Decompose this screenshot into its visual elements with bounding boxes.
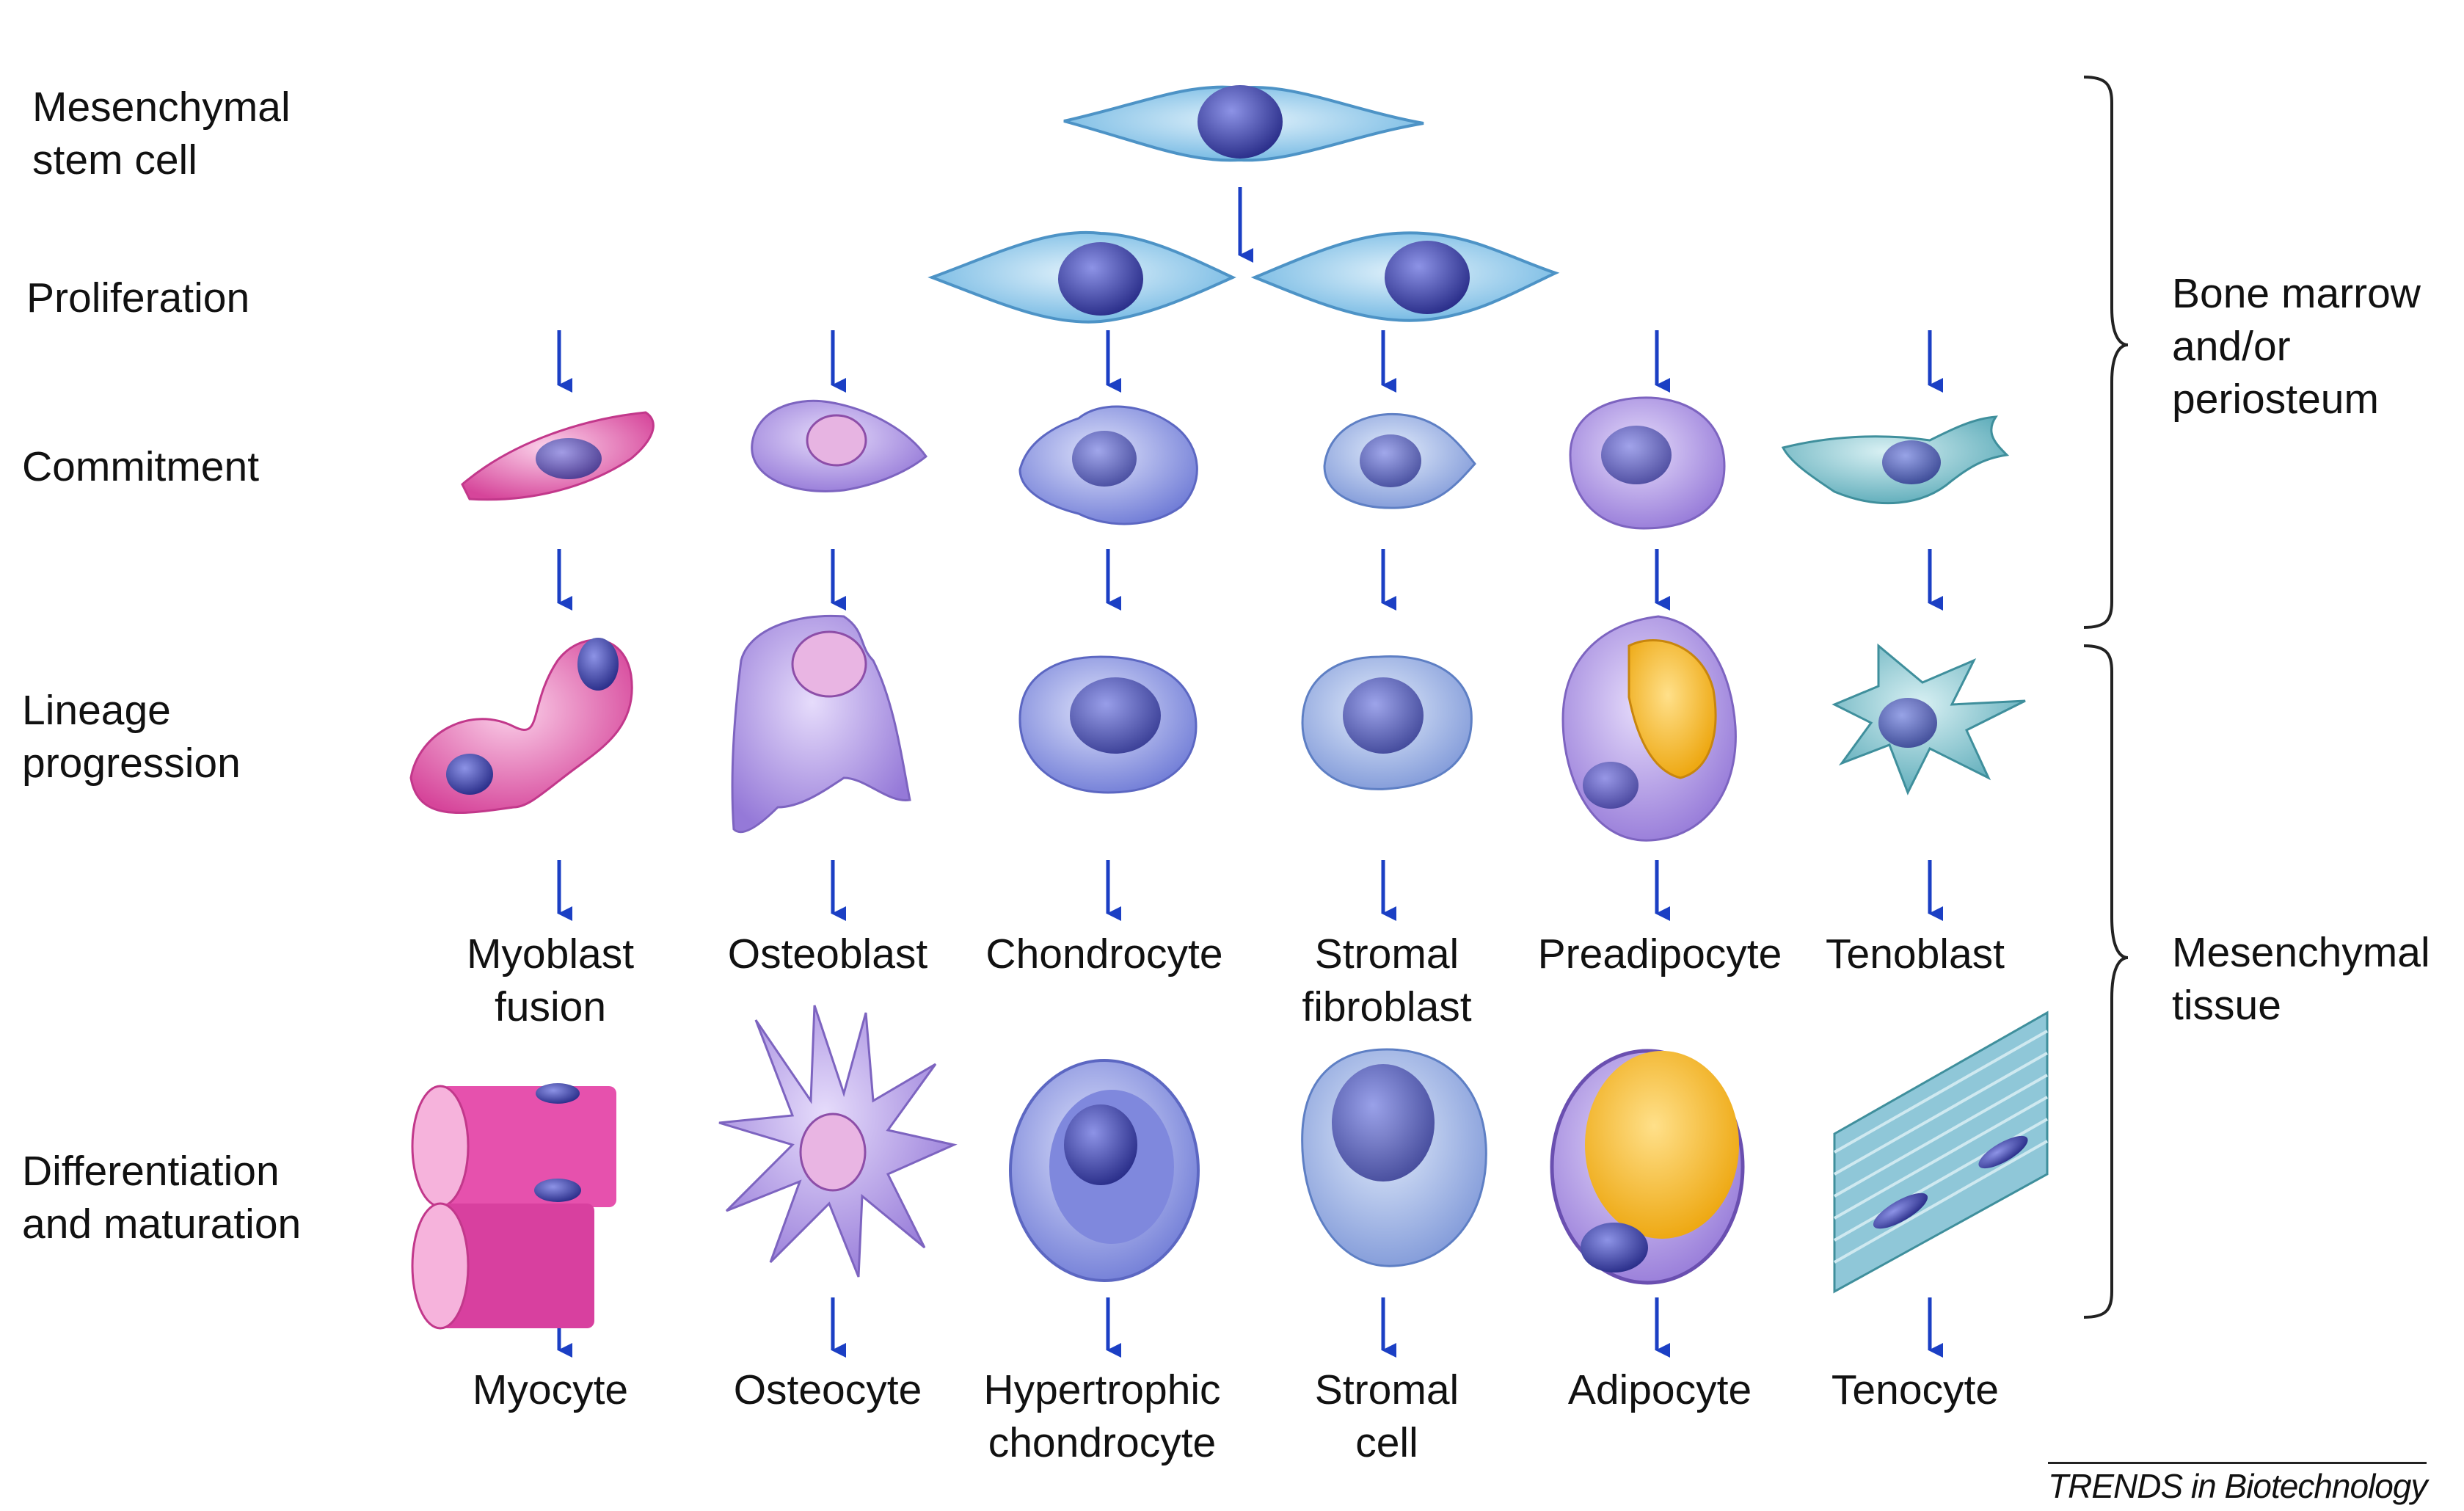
label-bone-marrow-periosteum: Bone marrow and/or periosteum [2172, 270, 2421, 423]
label-stromal-cell: Stromal cell [1314, 1366, 1459, 1466]
label-tenoblast: Tenoblast [1825, 931, 2005, 977]
label-adipocyte: Adipocyte [1567, 1366, 1752, 1413]
lineage-cell-osteoblast [731, 614, 911, 834]
label-mesenchymal-stem-cell: Mesenchymal stem cell [32, 84, 291, 183]
lineage-cell-myoblast [409, 638, 633, 815]
lineage-cell-preadipocyte [1561, 615, 1737, 842]
final-cell-hypertrophic-chondrocyte [1009, 1059, 1200, 1282]
commitment-cell-muscle [461, 411, 655, 501]
lineage-cell-chondro [1018, 655, 1198, 794]
lineage-arrows [557, 330, 1943, 1358]
commitment-cell-teno [1781, 415, 2010, 505]
final-cell-adipocyte [1550, 1049, 1745, 1285]
final-cell-osteocyte [718, 1005, 958, 1278]
label-myocyte: Myocyte [472, 1366, 629, 1413]
brace-bone-marrow [2083, 76, 2129, 629]
label-preadipocyte: Preadipocyte [1537, 931, 1782, 977]
label-commitment: Commitment [22, 443, 260, 490]
label-lineage-progression: Lineage progression [22, 687, 241, 787]
label-proliferation: Proliferation [26, 274, 250, 321]
label-osteoblast: Osteoblast [727, 931, 928, 977]
proliferating-cell-left [927, 230, 1236, 324]
label-tenocyte: Tenocyte [1831, 1366, 2000, 1413]
final-cell-tenocyte [1833, 1011, 2049, 1294]
lineage-cell-stromal-fibroblast [1301, 655, 1473, 790]
label-chondrocyte: Chondrocyte [985, 931, 1223, 977]
source-credit: TRENDS in Biotechnology [2048, 1462, 2427, 1505]
label-stromal-fibroblast: Stromal fibroblast [1302, 931, 1472, 1030]
proliferating-cell-right [1250, 231, 1560, 322]
commitment-cell-stromal [1323, 412, 1476, 509]
commitment-cell-osteo [751, 399, 928, 492]
final-cell-myocyte [411, 1083, 616, 1330]
label-mesenchymal-tissue: Mesenchymal tissue [2172, 929, 2430, 1029]
label-differentiation-maturation: Differentiation and maturation [22, 1148, 302, 1248]
commitment-cell-chondro [1018, 405, 1198, 525]
final-cell-stromal-cell [1301, 1048, 1487, 1267]
commitment-cell-adipo [1569, 396, 1726, 530]
mesenchymal-stem-cell [1063, 85, 1424, 162]
label-hypertrophic-chondrocyte: Hypertrophic chondrocyte [983, 1366, 1221, 1466]
label-myoblast-fusion: Myoblast fusion [466, 931, 635, 1030]
lineage-cell-tenoblast [1831, 643, 2026, 795]
brace-mesenchymal-tissue [2083, 644, 2129, 1319]
label-osteocyte: Osteocyte [733, 1366, 922, 1413]
